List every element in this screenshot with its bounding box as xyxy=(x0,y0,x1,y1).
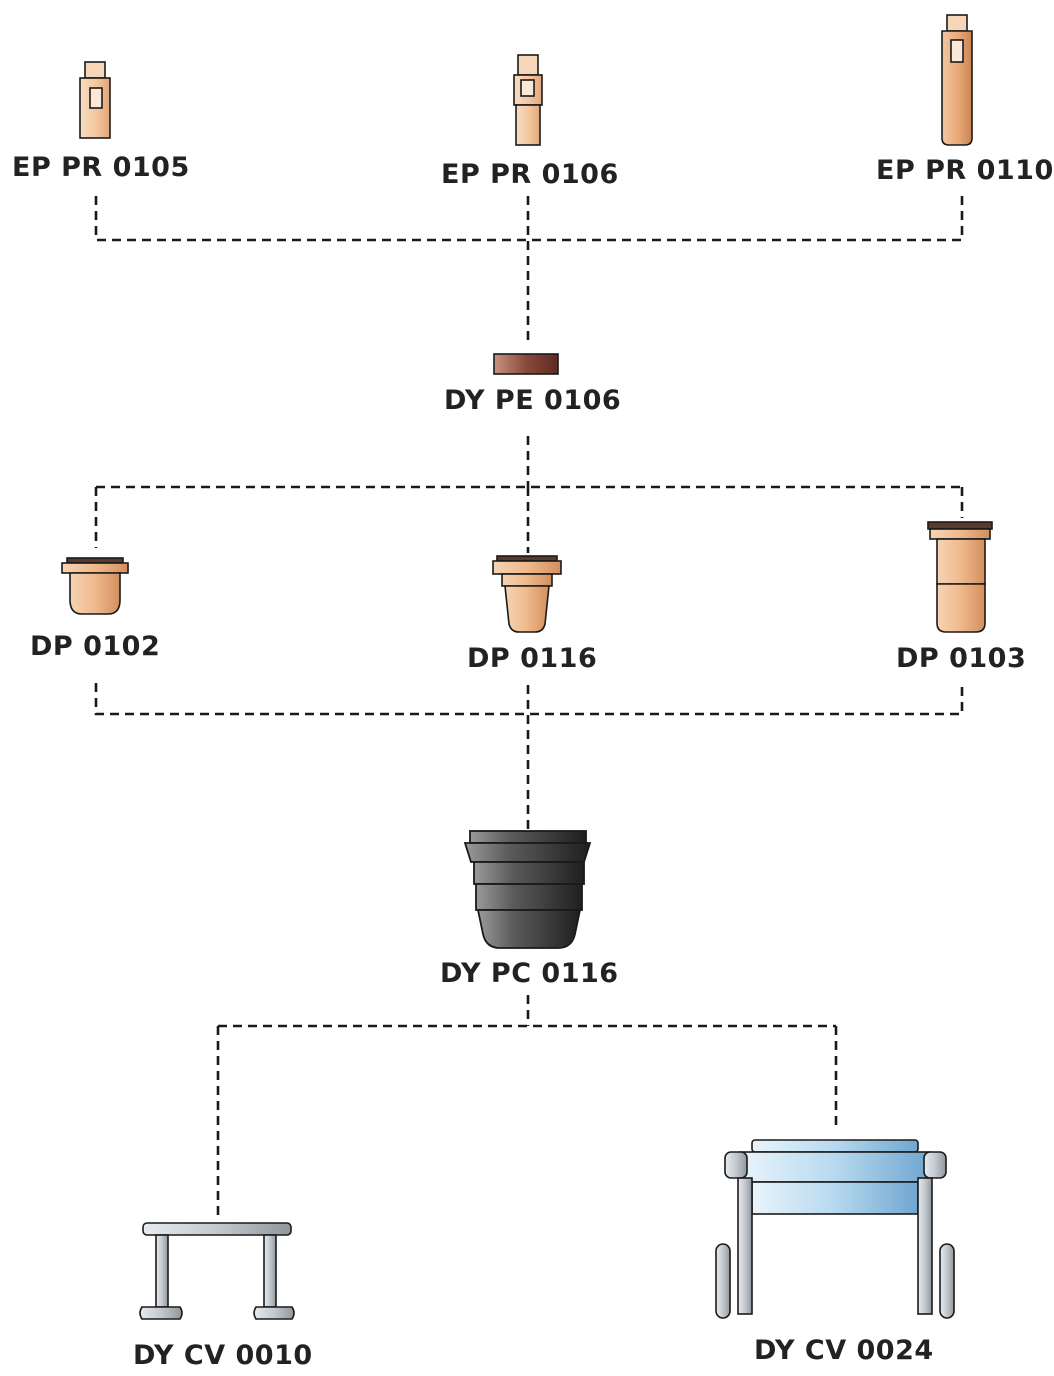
nozzle-dp-0116-icon xyxy=(492,555,562,633)
nozzle-dp-0103-icon xyxy=(927,521,993,633)
label-ep-pr-0105: EP PR 0105 xyxy=(12,152,190,183)
label-dy-cv-0024: DY CV 0024 xyxy=(754,1335,934,1366)
connector-nozzles-to-cap xyxy=(94,683,964,830)
label-dy-pe-0106: DY PE 0106 xyxy=(444,385,622,416)
shield-dy-cv-0024-icon xyxy=(715,1139,955,1319)
connector-electrodes xyxy=(94,196,964,345)
retaining-cap-dy-pc-0116-icon xyxy=(463,830,592,949)
connector-swirl-to-nozzles xyxy=(94,436,964,553)
electrode-ep-pr-0110-icon xyxy=(941,14,973,146)
label-ep-pr-0110: EP PR 0110 xyxy=(876,155,1054,186)
label-ep-pr-0106: EP PR 0106 xyxy=(441,159,619,190)
connector-cap-to-shields xyxy=(216,995,838,1215)
label-dp-0116: DP 0116 xyxy=(467,643,598,674)
electrode-ep-pr-0106-icon xyxy=(513,54,543,146)
electrode-ep-pr-0105-icon xyxy=(79,61,111,139)
label-dp-0103: DP 0103 xyxy=(896,643,1027,674)
shield-dy-cv-0010-icon xyxy=(139,1222,295,1320)
label-dy-cv-0010: DY CV 0010 xyxy=(133,1340,313,1371)
swirl-ring-dy-pe-0106-icon xyxy=(493,353,559,375)
label-dy-pc-0116: DY PC 0116 xyxy=(440,958,619,989)
nozzle-dp-0102-icon xyxy=(61,557,129,615)
label-dp-0102: DP 0102 xyxy=(30,631,161,662)
